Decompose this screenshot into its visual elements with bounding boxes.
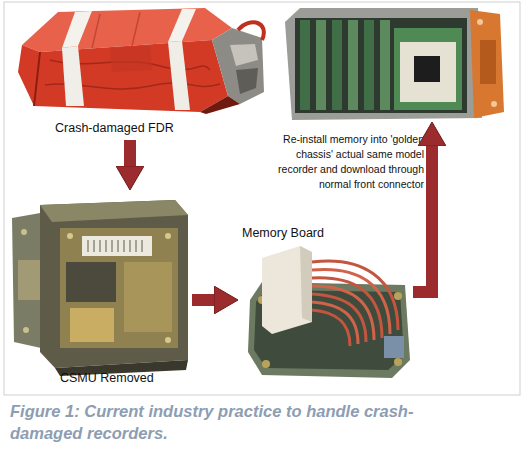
golden-chassis-illustration-part bbox=[394, 28, 462, 110]
golden-chassis-illustration bbox=[285, 8, 504, 120]
golden-chassis-illustration-part bbox=[380, 20, 390, 110]
golden-chassis-illustration-part bbox=[295, 18, 467, 113]
crash-damaged-recorder-illustration-part bbox=[200, 96, 240, 114]
crash-damaged-recorder-illustration-part bbox=[110, 46, 152, 72]
crash-damaged-recorder-illustration-part bbox=[168, 41, 190, 110]
memory-board-illustration-part bbox=[394, 358, 402, 366]
crash-damaged-recorder-illustration-part bbox=[236, 68, 258, 94]
memory-board-illustration-part bbox=[384, 336, 404, 358]
csmu-illustration-part bbox=[40, 200, 188, 222]
crash-damaged-recorder-illustration-part bbox=[62, 11, 92, 48]
golden-chassis-illustration-part bbox=[364, 20, 374, 110]
golden-chassis-illustration-part bbox=[477, 19, 483, 25]
figure-caption: Figure 1: Current industry practice to h… bbox=[10, 400, 440, 444]
memory-board-illustration bbox=[248, 246, 410, 378]
csmu-illustration-part bbox=[124, 262, 172, 332]
golden-chassis-illustration-part bbox=[470, 10, 504, 118]
golden-chassis-illustration-part bbox=[480, 40, 496, 84]
node-label: Memory Board bbox=[242, 225, 342, 241]
illustration-node: Re-install memory into 'golden chassis' … bbox=[282, 5, 505, 122]
memory-board-illustration-part bbox=[394, 292, 402, 300]
process-arrow bbox=[413, 140, 432, 292]
golden-chassis-illustration-part bbox=[491, 101, 497, 107]
crash-damaged-recorder-illustration-part bbox=[230, 44, 258, 66]
golden-chassis-illustration-part bbox=[348, 20, 358, 110]
memory-board-illustration-part bbox=[262, 360, 270, 368]
csmu-illustration-part bbox=[66, 262, 116, 302]
csmu-illustration-part bbox=[82, 236, 152, 256]
memory-board-illustration-part bbox=[262, 246, 312, 334]
golden-chassis-illustration-part bbox=[316, 20, 326, 110]
csmu-illustration-part bbox=[70, 308, 114, 342]
golden-chassis-illustration-part bbox=[400, 42, 456, 102]
golden-chassis-illustration-part bbox=[285, 8, 482, 120]
csmu-illustration-part bbox=[165, 337, 171, 343]
illustration-node: CSMU Removed bbox=[12, 190, 192, 385]
crash-damaged-recorder-illustration-part bbox=[168, 9, 196, 42]
crash-damaged-recorder-illustration-part bbox=[238, 22, 264, 40]
golden-chassis-illustration-part bbox=[332, 20, 342, 110]
csmu-illustration-part bbox=[60, 228, 178, 348]
crash-damaged-recorder-illustration bbox=[18, 8, 264, 114]
node-label: Crash-damaged FDR bbox=[55, 120, 195, 136]
illustration-node: Crash-damaged FDR bbox=[15, 5, 268, 140]
illustration-node: Memory Board bbox=[238, 224, 413, 380]
csmu-illustration-part bbox=[67, 233, 73, 239]
golden-chassis-illustration-part bbox=[414, 56, 440, 82]
csmu-illustration-part bbox=[88, 240, 142, 252]
memory-board-illustration-part bbox=[312, 310, 350, 346]
csmu-illustration-part bbox=[165, 233, 171, 239]
crash-damaged-recorder-illustration-part bbox=[34, 52, 40, 106]
golden-chassis-illustration-part bbox=[300, 20, 310, 110]
node-label: CSMU Removed bbox=[60, 370, 170, 386]
process-arrow bbox=[124, 140, 136, 172]
memory-board-illustration-part bbox=[312, 302, 358, 344]
crash-damaged-recorder-illustration-part bbox=[212, 28, 264, 104]
crash-damaged-recorder-illustration-part bbox=[92, 12, 140, 48]
process-arrow bbox=[192, 294, 220, 306]
memory-board-illustration-part bbox=[300, 246, 312, 322]
crash-damaged-recorder-illustration-part bbox=[18, 40, 228, 112]
csmu-illustration-part bbox=[40, 200, 188, 368]
figure-frame bbox=[4, 2, 520, 395]
crash-damaged-recorder-illustration-part bbox=[62, 46, 84, 106]
csmu-illustration-part bbox=[21, 229, 27, 235]
csmu-illustration-part bbox=[18, 260, 40, 300]
csmu-illustration bbox=[12, 200, 188, 376]
csmu-illustration-part bbox=[23, 327, 29, 333]
node-label: Re-install memory into 'golden chassis' … bbox=[268, 132, 424, 192]
